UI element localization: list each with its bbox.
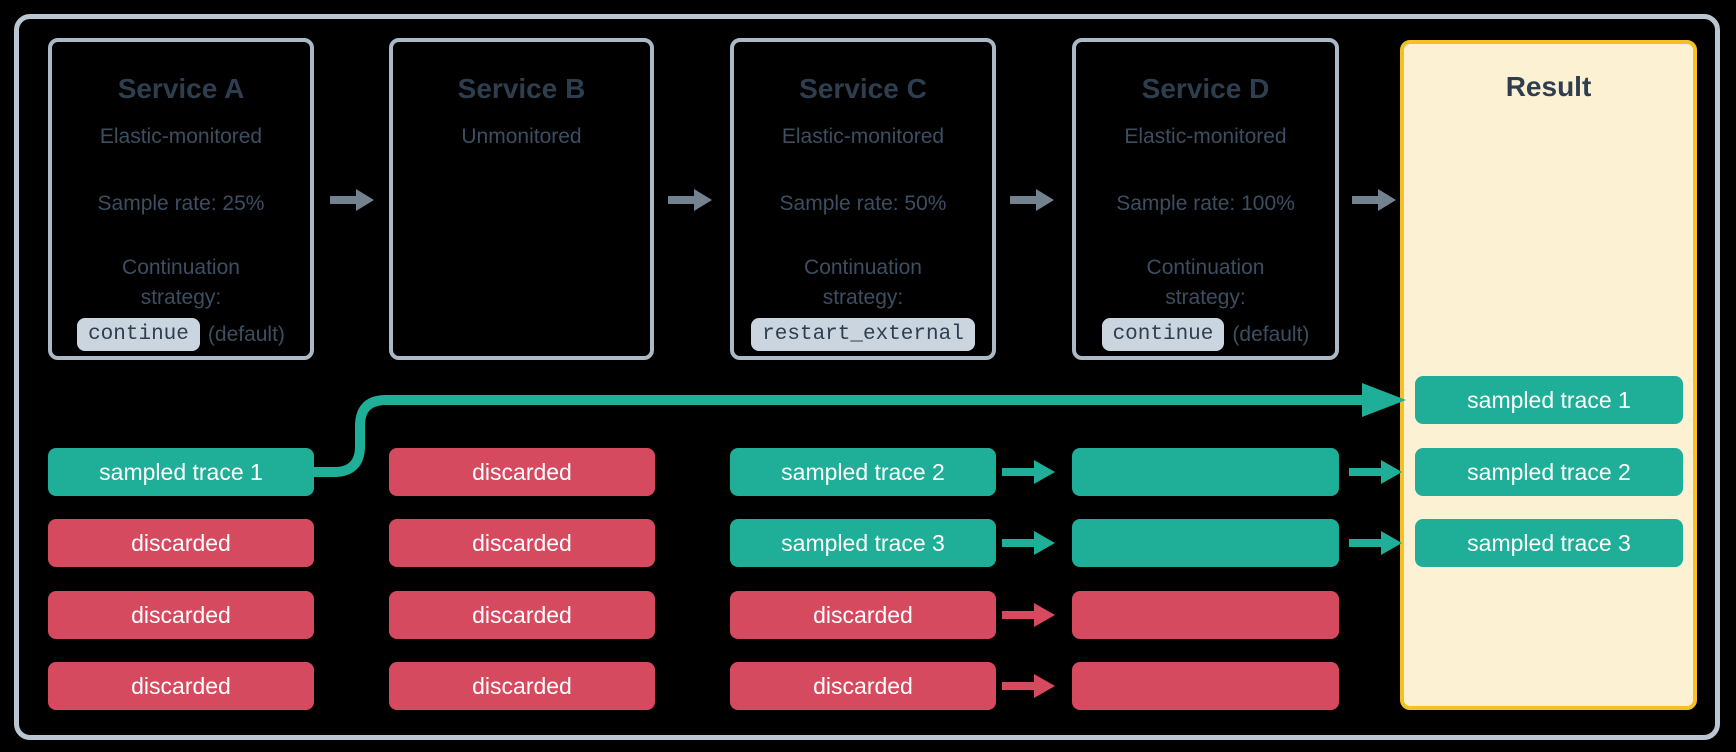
trace-bar xyxy=(1072,591,1339,639)
service-strategy-value: continue (default) xyxy=(77,318,285,351)
trace-flow-arrow-icon xyxy=(1349,529,1403,557)
diagram-frame xyxy=(14,14,1720,740)
trace-bar: discarded xyxy=(48,662,314,710)
trace-bar: discarded xyxy=(389,519,655,567)
service-sample-rate: Sample rate: 25% xyxy=(97,192,265,215)
service-monitoring-label: Elastic-monitored xyxy=(99,125,263,148)
strategy-default-note: (default) xyxy=(1232,322,1310,346)
trace-bar: discarded xyxy=(389,448,655,496)
trace-flow-arrow-icon xyxy=(1002,529,1056,557)
trace-bar: discarded xyxy=(389,662,655,710)
service-sample-rate: Sample rate: 100% xyxy=(1116,192,1295,215)
trace-flow-arrow-icon xyxy=(1002,601,1056,629)
trace-bar: discarded xyxy=(48,519,314,567)
trace-bar xyxy=(1072,662,1339,710)
trace-bar: discarded xyxy=(48,591,314,639)
service-c-box: Service C Elastic-monitored Sample rate:… xyxy=(730,38,996,360)
strategy-code-badge: restart_external xyxy=(751,318,975,351)
strategy-default-note: (default) xyxy=(207,322,285,346)
trace-bar: discarded xyxy=(730,591,996,639)
trace-flow-arrow-icon xyxy=(1002,458,1056,486)
strategy-code-badge: continue xyxy=(1101,318,1225,351)
flow-arrow-icon xyxy=(1010,188,1054,212)
trace-bar: sampled trace 2 xyxy=(730,448,996,496)
trace-bar: discarded xyxy=(730,662,996,710)
result-trace-bar: sampled trace 1 xyxy=(1415,376,1683,424)
service-b-box: Service B Unmonitored xyxy=(389,38,654,360)
trace-bar xyxy=(1072,519,1339,567)
trace-bar: discarded xyxy=(389,591,655,639)
flow-arrow-icon xyxy=(330,188,374,212)
service-monitoring-label: Elastic-monitored xyxy=(1124,125,1287,148)
result-trace-bar: sampled trace 2 xyxy=(1415,448,1683,496)
service-strategy-label: Continuation strategy: xyxy=(122,256,240,309)
trace-flow-arrow-icon xyxy=(1002,672,1056,700)
trace-bar xyxy=(1072,448,1339,496)
service-title: Service D xyxy=(1141,73,1270,104)
strategy-code-badge: continue xyxy=(77,318,200,351)
service-strategy-value: restart_external xyxy=(751,318,975,351)
service-title: Service C xyxy=(799,73,927,104)
service-strategy-label: Continuation strategy: xyxy=(804,256,922,309)
flow-arrow-icon xyxy=(668,188,712,212)
service-title: Service A xyxy=(117,73,245,104)
service-strategy-label: Continuation strategy: xyxy=(1146,256,1265,309)
service-strategy-value: continue (default) xyxy=(1101,318,1310,351)
result-title: Result xyxy=(1505,71,1592,102)
result-trace-bar: sampled trace 3 xyxy=(1415,519,1683,567)
service-monitoring-label: Unmonitored xyxy=(461,125,582,148)
trace-bar: sampled trace 1 xyxy=(48,448,314,496)
service-sample-rate: Sample rate: 50% xyxy=(779,192,947,215)
trace-flow-arrow-icon xyxy=(1349,458,1403,486)
service-monitoring-label: Elastic-monitored xyxy=(781,125,945,148)
trace-bar: sampled trace 3 xyxy=(730,519,996,567)
result-box: Result xyxy=(1400,40,1697,710)
service-title: Service B xyxy=(457,73,586,104)
service-a-box: Service A Elastic-monitored Sample rate:… xyxy=(48,38,314,360)
flow-arrow-icon xyxy=(1352,188,1396,212)
service-d-box: Service D Elastic-monitored Sample rate:… xyxy=(1072,38,1339,360)
